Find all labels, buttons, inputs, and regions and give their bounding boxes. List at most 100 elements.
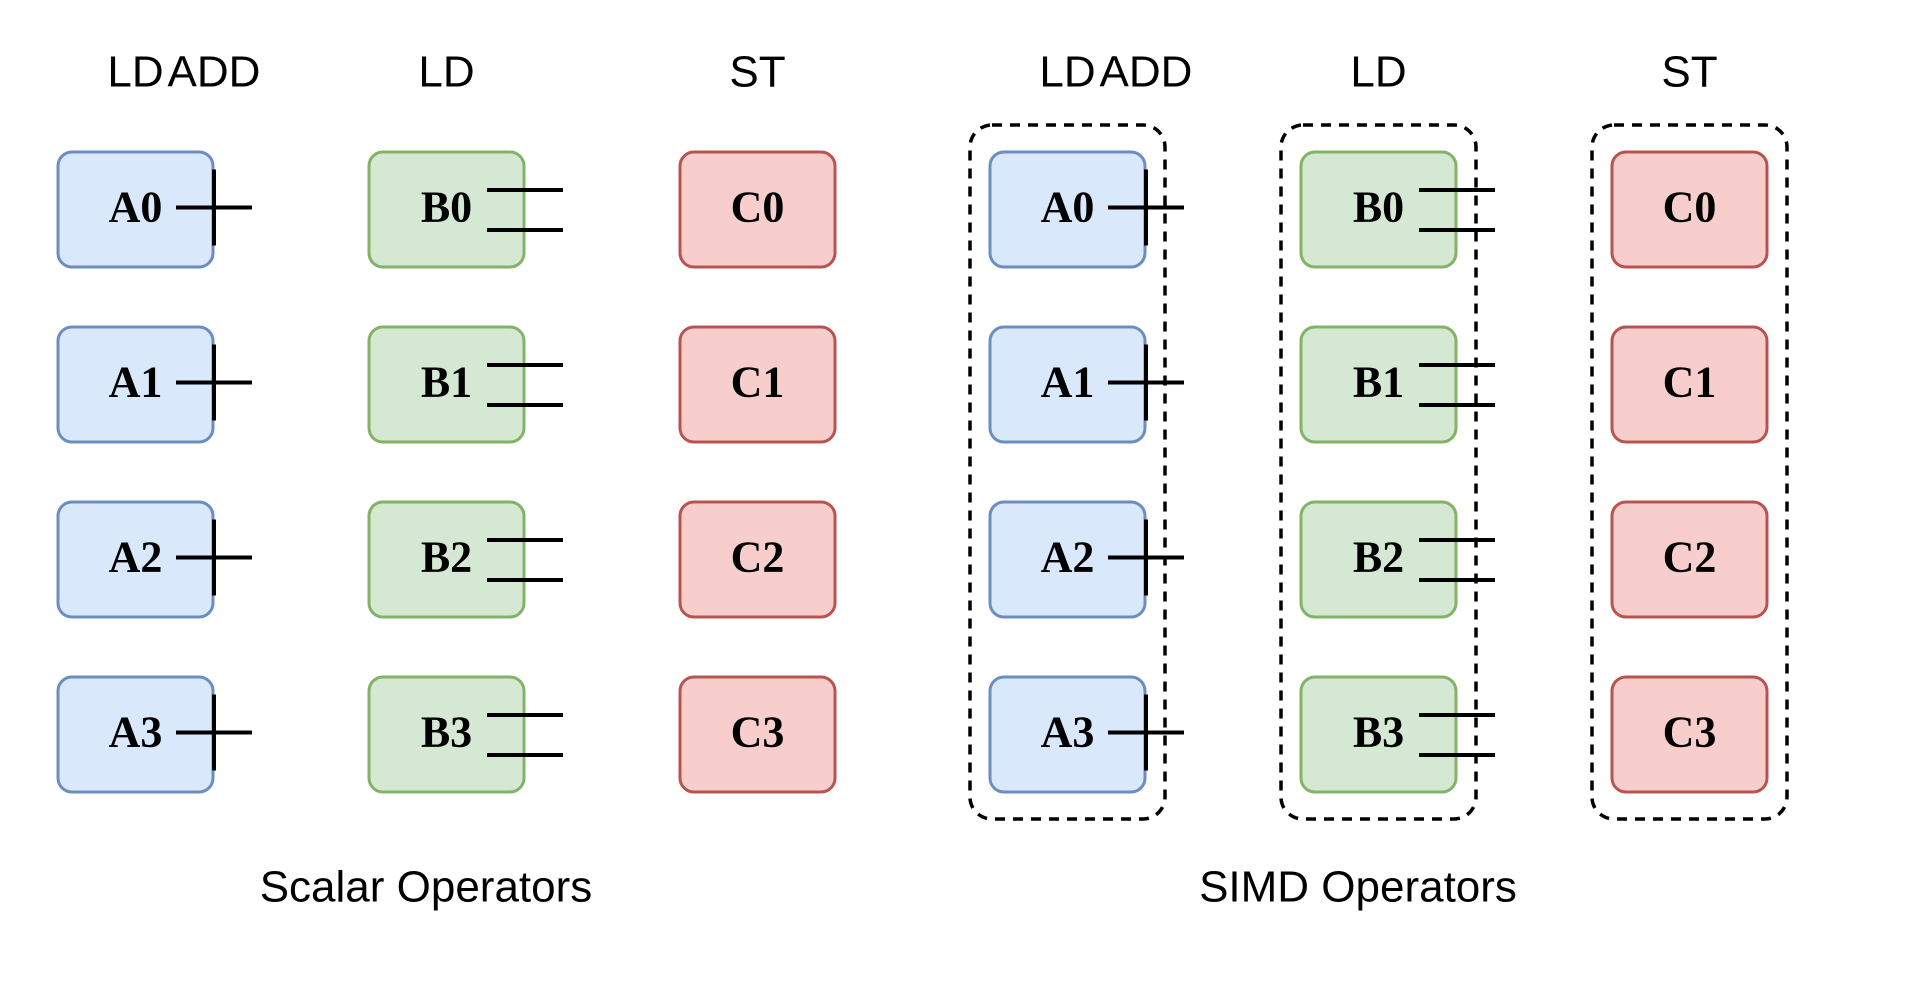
cell-box [678, 675, 837, 794]
cell-box [1299, 325, 1458, 444]
cell-box [1610, 150, 1769, 269]
equals-icon [1419, 363, 1495, 407]
cell-label: C3 [731, 708, 785, 757]
cell-label: C1 [731, 358, 785, 407]
operation-row-2: A2 B2 C2 [56, 500, 837, 619]
cell-a2: A2 [988, 500, 1147, 619]
cell-box [1299, 675, 1458, 794]
equals-icon [1419, 713, 1495, 757]
cell-b3: B3 [1299, 675, 1458, 794]
cell-box [1299, 500, 1458, 619]
cell-label: B2 [421, 533, 472, 582]
cell-label: B0 [1353, 183, 1404, 232]
cell-b1: B1 [367, 325, 526, 444]
cell-label: A0 [109, 183, 163, 232]
column-header-2: LD [418, 48, 474, 97]
cell-label: B1 [421, 358, 472, 407]
cell-box [678, 500, 837, 619]
cell-label: B1 [1353, 358, 1404, 407]
cell-c2: C2 [678, 500, 837, 619]
operation-row-3: A3 B3 C3 [988, 675, 1769, 794]
cell-box [678, 325, 837, 444]
cell-a2: A2 [56, 500, 215, 619]
cell-box [367, 500, 526, 619]
cell-label: C0 [1663, 183, 1717, 232]
cell-label: C1 [1663, 358, 1717, 407]
equals-icon [487, 538, 563, 582]
cell-b0: B0 [1299, 150, 1458, 269]
cell-box [1610, 325, 1769, 444]
cell-label: A3 [1041, 708, 1095, 757]
cell-box [367, 325, 526, 444]
cell-a3: A3 [56, 675, 215, 794]
cell-label: A2 [1041, 533, 1095, 582]
plus-icon [176, 694, 252, 771]
cell-label: A0 [1041, 183, 1095, 232]
cell-b2: B2 [1299, 500, 1458, 619]
simd-caption: SIMD Operators [1199, 863, 1517, 912]
cell-label: C2 [1663, 533, 1717, 582]
plus-icon [1108, 694, 1184, 771]
equals-icon [1419, 538, 1495, 582]
cell-label: A2 [109, 533, 163, 582]
cell-label: C0 [731, 183, 785, 232]
cell-label: A1 [1041, 358, 1095, 407]
cell-label: A1 [109, 358, 163, 407]
column-header-3: ST [1661, 48, 1717, 97]
cell-label: A3 [109, 708, 163, 757]
cell-box [678, 150, 837, 269]
plus-icon [1108, 519, 1184, 596]
cell-c1: C1 [1610, 325, 1769, 444]
plus-icon [1108, 169, 1184, 246]
equals-icon [487, 363, 563, 407]
vector-group-c [1590, 123, 1789, 821]
column-header-1: ADD [1100, 48, 1193, 97]
scalar-caption: Scalar Operators [260, 863, 593, 912]
cell-b0: B0 [367, 150, 526, 269]
vector-group-a [968, 123, 1167, 821]
cell-box [367, 675, 526, 794]
cell-c3: C3 [678, 675, 837, 794]
cell-box [1299, 150, 1458, 269]
cell-label: B0 [421, 183, 472, 232]
cell-a1: A1 [988, 325, 1147, 444]
cell-c1: C1 [678, 325, 837, 444]
equals-icon [1419, 188, 1495, 232]
cell-box [367, 150, 526, 269]
equals-icon [487, 188, 563, 232]
cell-label: B3 [421, 708, 472, 757]
column-header-0: LD [1039, 48, 1095, 97]
plus-icon [176, 344, 252, 421]
column-header-1: ADD [168, 48, 261, 97]
operation-row-0: A0 B0 C0 [988, 150, 1769, 269]
cell-b1: B1 [1299, 325, 1458, 444]
column-header-2: LD [1350, 48, 1406, 97]
operation-row-0: A0 B0 C0 [56, 150, 837, 269]
column-header-3: ST [729, 48, 785, 97]
operation-row-1: A1 B1 C1 [56, 325, 837, 444]
vector-group-b [1279, 123, 1478, 821]
cell-b2: B2 [367, 500, 526, 619]
plus-icon [176, 169, 252, 246]
cell-c3: C3 [1610, 675, 1769, 794]
cell-box [1610, 500, 1769, 619]
cell-c2: C2 [1610, 500, 1769, 619]
equals-icon [487, 713, 563, 757]
plus-icon [176, 519, 252, 596]
cell-label: B2 [1353, 533, 1404, 582]
cell-label: B3 [1353, 708, 1404, 757]
cell-label: C2 [731, 533, 785, 582]
cell-label: C3 [1663, 708, 1717, 757]
operation-row-1: A1 B1 C1 [988, 325, 1769, 444]
cell-box [1610, 675, 1769, 794]
cell-b3: B3 [367, 675, 526, 794]
plus-icon [1108, 344, 1184, 421]
cell-a0: A0 [988, 150, 1147, 269]
column-header-0: LD [107, 48, 163, 97]
cell-c0: C0 [1610, 150, 1769, 269]
operation-row-3: A3 B3 C3 [56, 675, 837, 794]
operation-row-2: A2 B2 C2 [988, 500, 1769, 619]
